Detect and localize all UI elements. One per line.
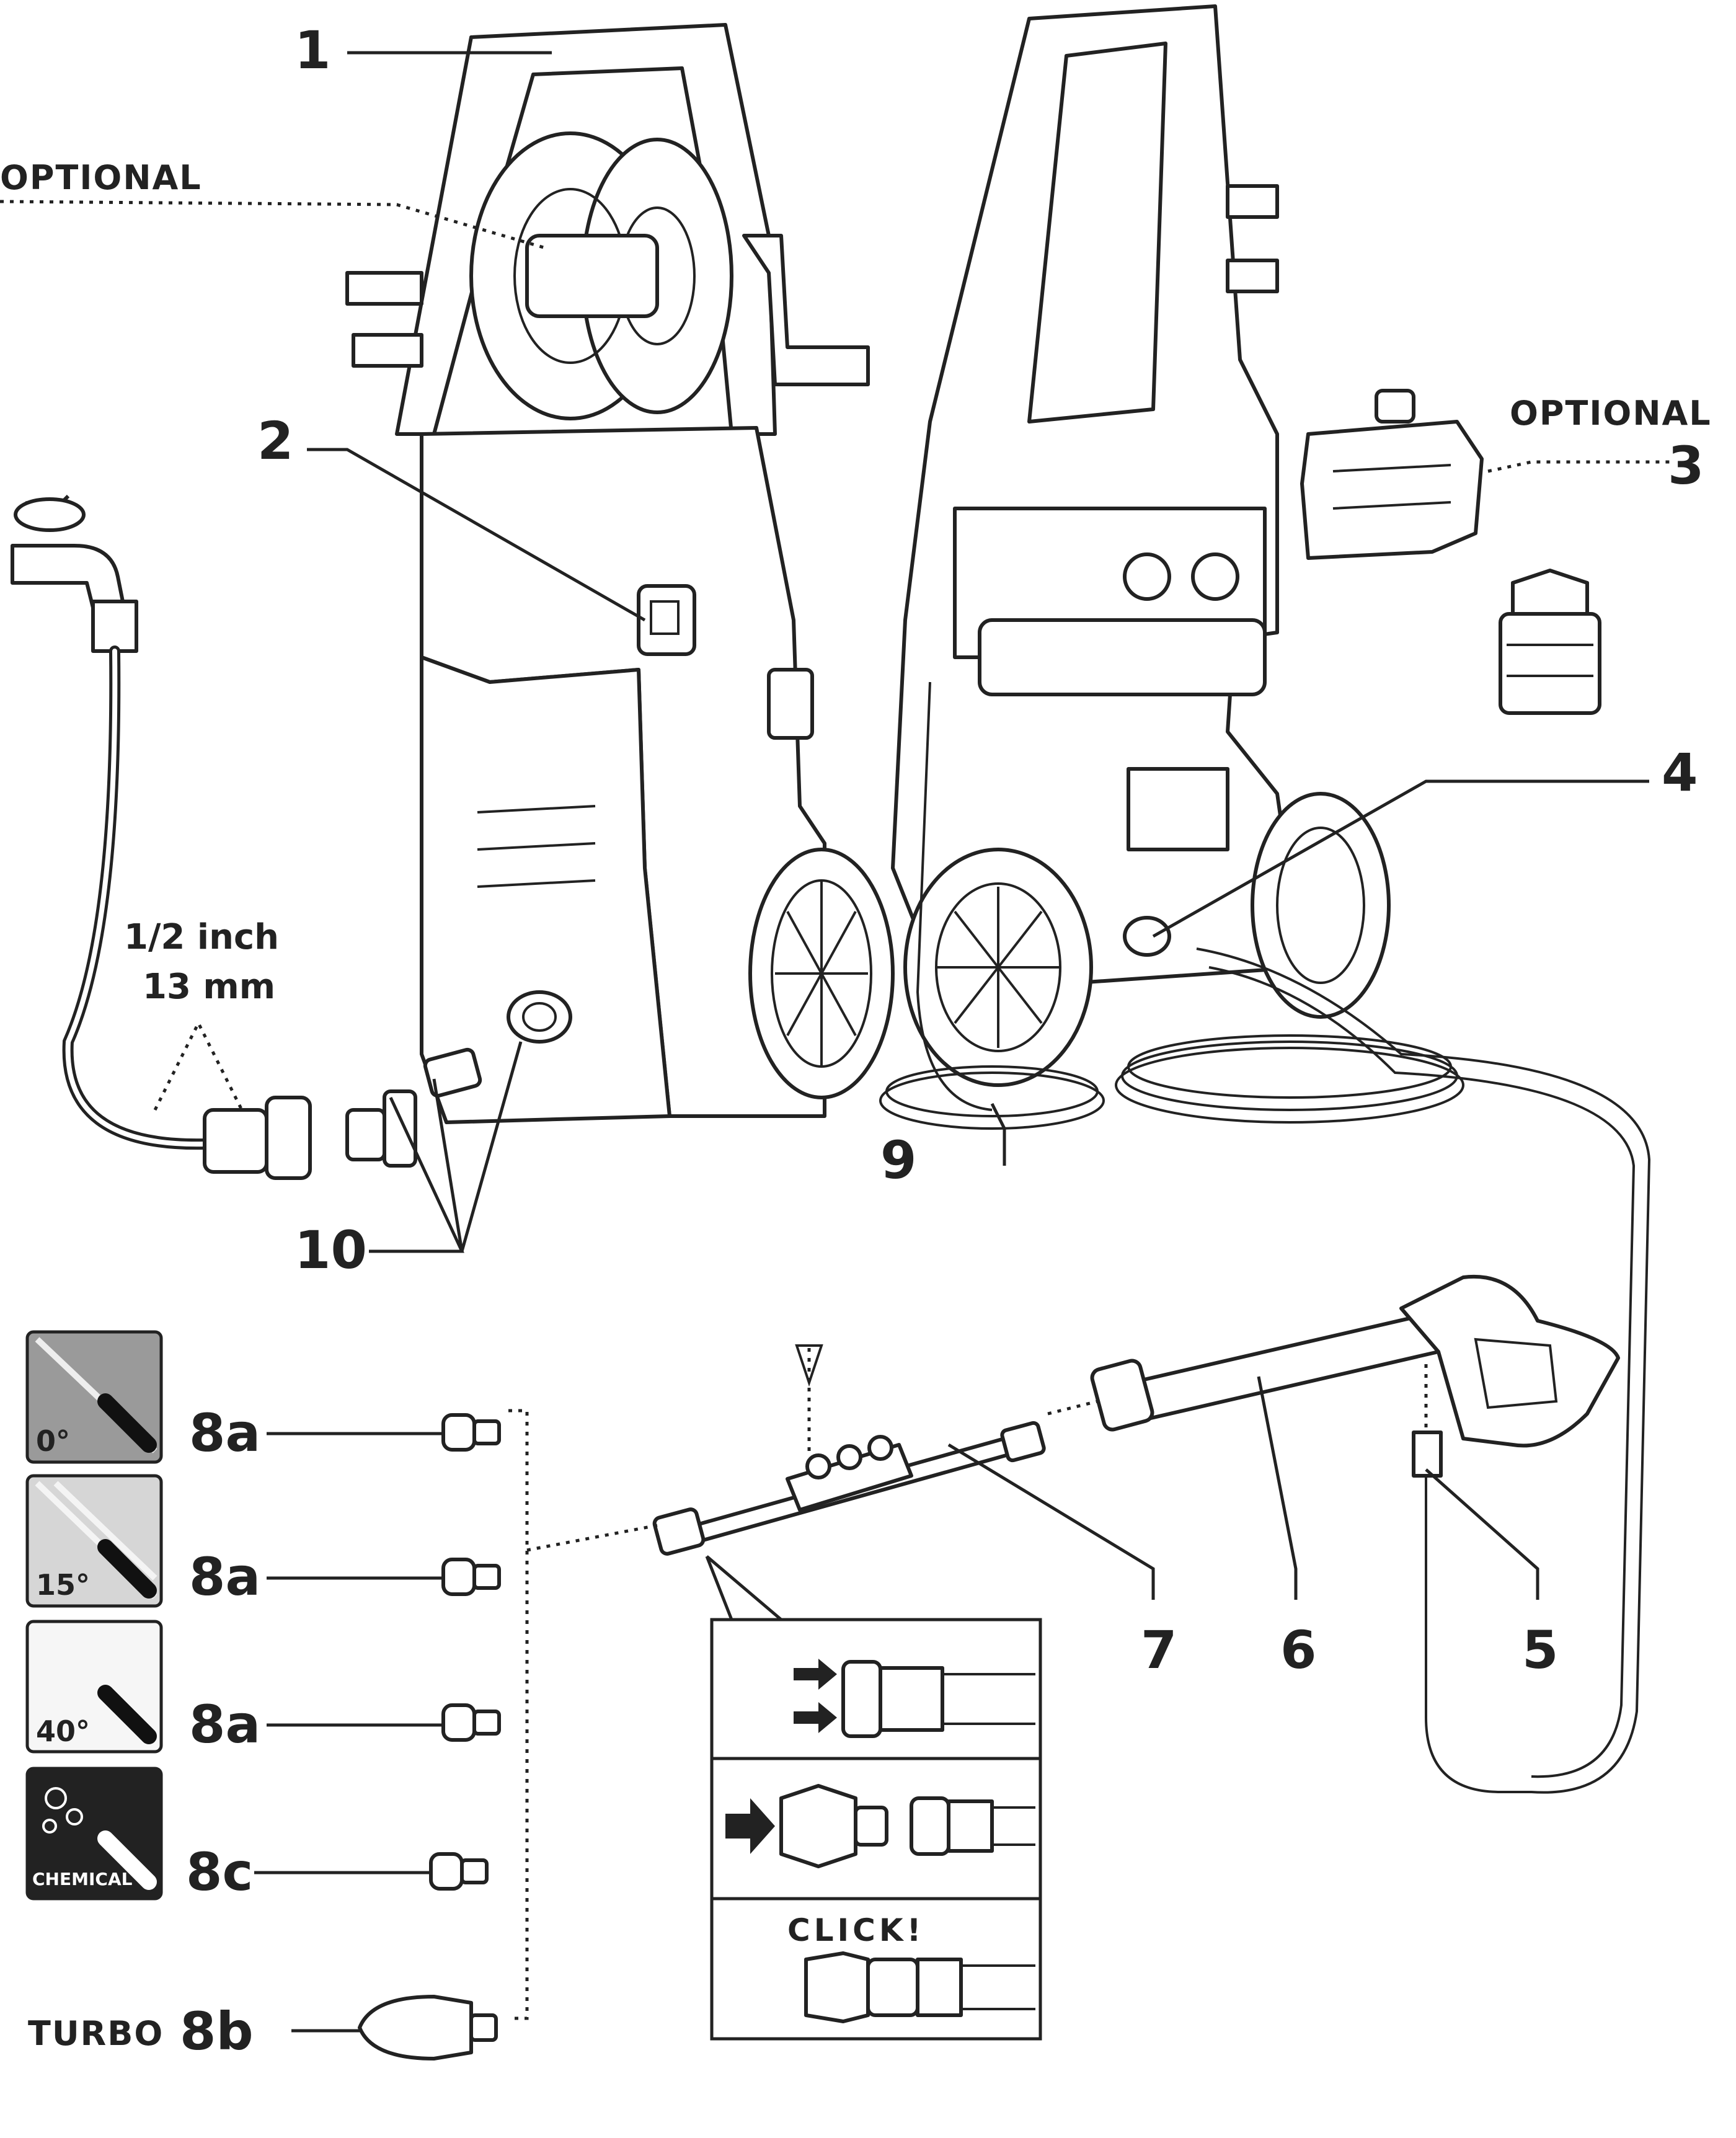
soap-tank [1300,389,1601,715]
optional-label-right: OPTIONAL [1510,394,1712,433]
hose-size-inch: 1/2 inch [124,917,279,957]
label-9: 9 [880,1130,916,1191]
label-8c: 8c [186,1842,253,1902]
label-5: 5 [1522,1620,1558,1680]
nozzle-chemical-label: CHEMICAL [32,1869,133,1889]
nozzle-40-degree-label: 40° [36,1714,90,1748]
label-7: 7 [1141,1620,1177,1680]
label-3: 3 [1668,435,1704,496]
label-10: 10 [294,1220,367,1280]
washer-rear-view [879,4,1391,1130]
high-pressure-hose [1115,947,1651,1794]
nozzle-chemical-icon: CHEMICAL [25,1767,163,1901]
nozzle-15-degree-label: 15° [36,1568,90,1602]
label-4: 4 [1662,742,1698,803]
spray-gun [1047,1274,1620,1448]
callout-labels: 1 OPTIONAL 2 OPTIONAL 3 4 1/2 inch 13 mm… [0,20,1712,2062]
nozzle-40-icon: 40° [25,1620,163,1754]
hose-size-mm: 13 mm [143,967,275,1007]
water-tap-and-garden-hose [11,494,482,1180]
spray-lance [652,1344,1046,1556]
label-8a-0: 8a [189,1403,260,1463]
label-8a-15: 8a [189,1546,260,1607]
turbo-label: TURBO [28,2014,164,2053]
optional-label-left: OPTIONAL [0,158,202,197]
nozzle-tips [358,1409,529,2060]
label-8b: 8b [180,2001,254,2062]
leader-lines [0,51,1674,2033]
nozzle-0-icon: 0° [25,1330,163,1464]
label-2: 2 [257,410,293,471]
nozzle-0-degree-label: 0° [36,1424,70,1458]
washer-front-view [345,23,895,1124]
connection-detail-panels: CLICK! [705,1555,1042,2041]
label-8a-40: 8a [189,1694,260,1755]
label-1: 1 [294,20,330,81]
nozzle-icons: 0° 15° 40° CHEMICAL [25,1330,163,1901]
label-6: 6 [1280,1620,1316,1680]
nozzle-15-icon: 15° [25,1474,163,1608]
click-label: CLICK! [787,1912,924,1948]
